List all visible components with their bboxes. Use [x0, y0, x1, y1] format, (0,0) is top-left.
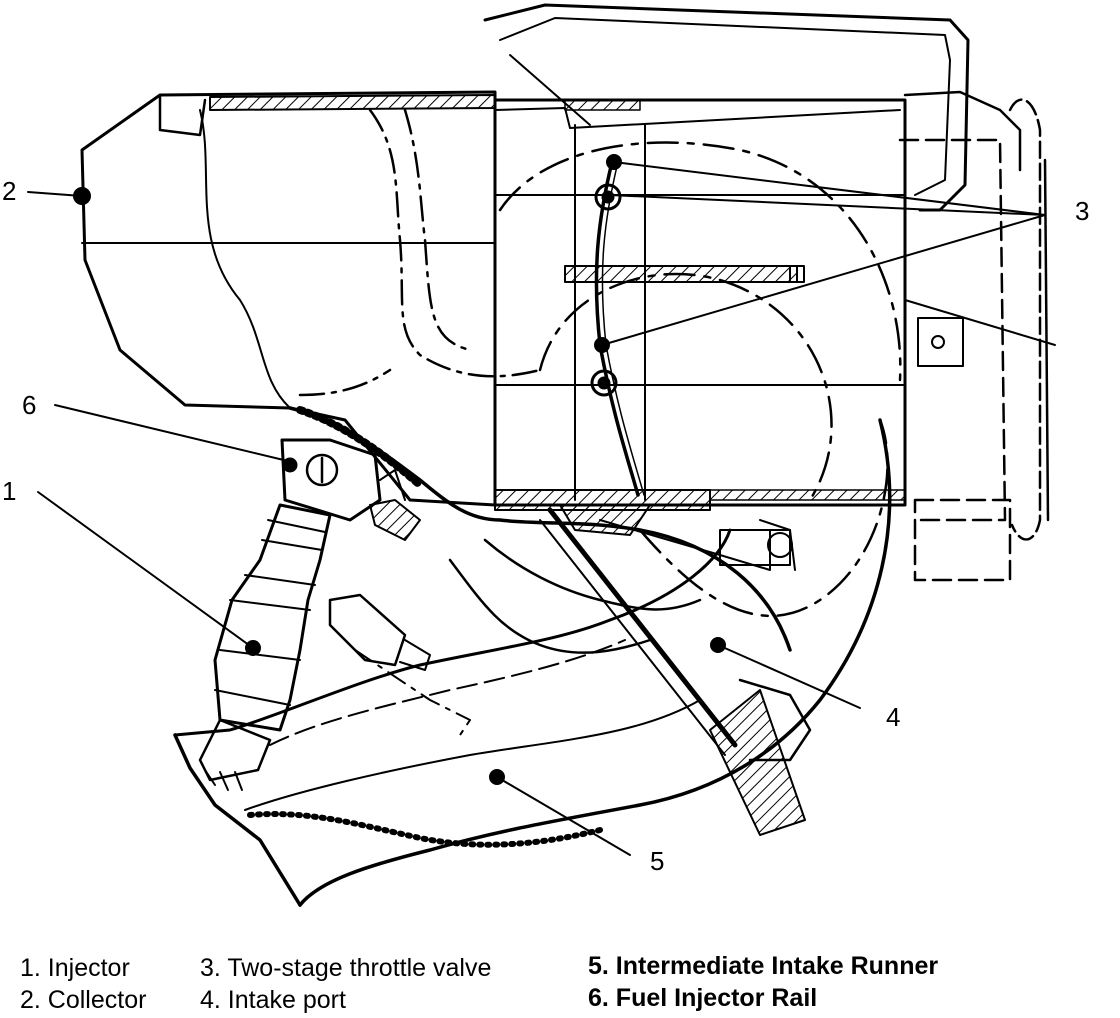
legend-item-throttle-valve: 3. Two-stage throttle valve — [200, 954, 492, 982]
legend-item-fuel-injector-rail: 6. Fuel Injector Rail — [588, 984, 818, 1012]
callout-dot-1 — [245, 640, 261, 656]
leader-lines — [27, 154, 1046, 856]
intake-runner — [173, 406, 892, 907]
intake-port-arcs — [498, 141, 902, 618]
callout-label-1: 1 — [2, 476, 17, 506]
intermediate-runner — [448, 507, 812, 836]
collector-housing — [80, 90, 497, 507]
fuel-injector-assembly — [198, 438, 471, 791]
legend-item-injector: 1. Injector — [20, 954, 130, 982]
legend-item-intake-port: 4. Intake port — [200, 986, 346, 1014]
callout-dot-5 — [489, 769, 505, 785]
legend-item-intermediate-runner: 5. Intermediate Intake Runner — [588, 952, 939, 980]
callout-dot-3a — [606, 154, 622, 170]
callout-label-5: 5 — [650, 846, 665, 876]
throttle-actuator — [898, 90, 1056, 582]
callout-label-2: 2 — [2, 176, 17, 206]
inner-dashed-runners — [298, 108, 542, 397]
legend-item-collector: 2. Collector — [20, 986, 147, 1014]
callout-label-3: 3 — [1075, 196, 1090, 226]
throttle-body — [493, 98, 907, 536]
callout-label-4: 4 — [886, 702, 901, 732]
intake-system-diagram — [27, 3, 1056, 907]
callout-label-6: 6 — [22, 390, 37, 420]
callout-dot-3b — [594, 337, 610, 353]
callout-dot-2 — [73, 187, 91, 205]
callout-dot-4 — [710, 637, 726, 653]
